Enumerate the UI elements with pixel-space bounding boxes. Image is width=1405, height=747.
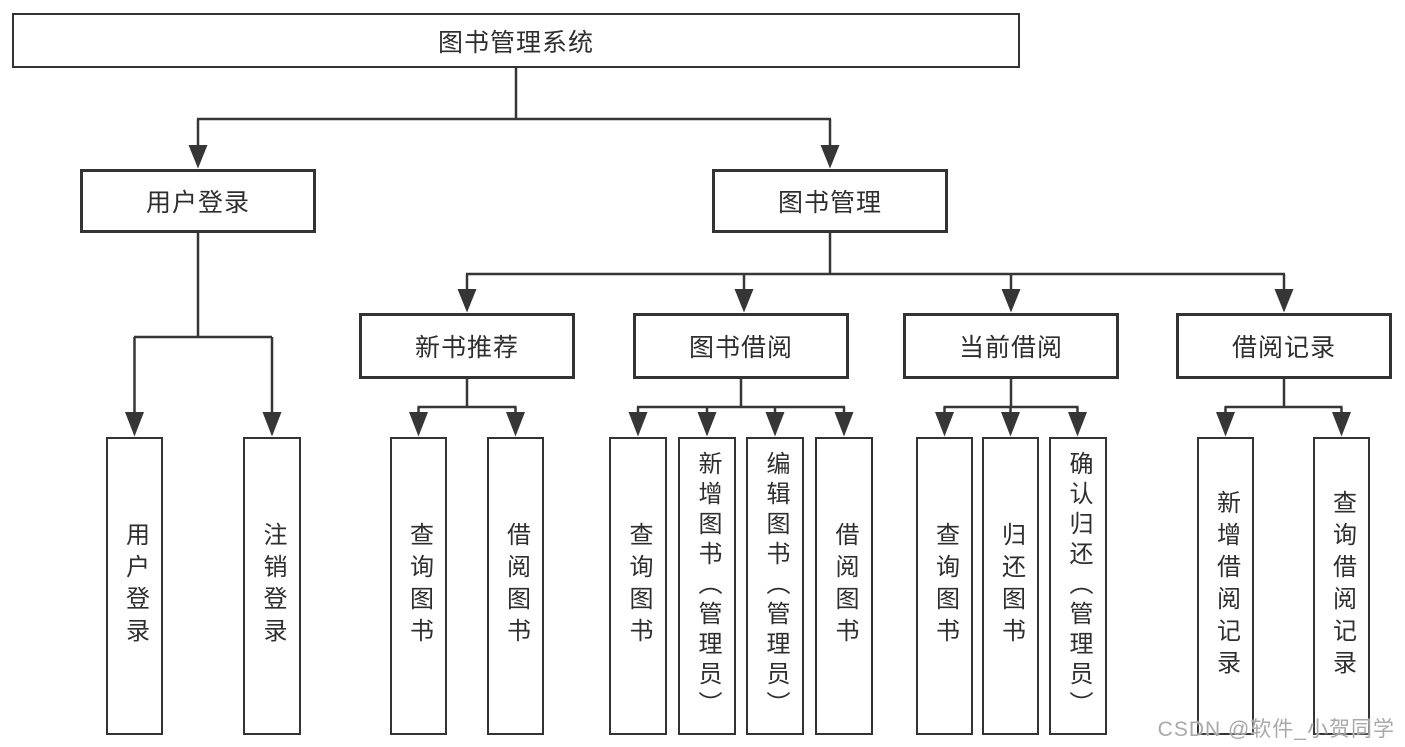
connector-mgmt-to-level3 [457, 233, 1294, 313]
node-user-login: 用户登录 [80, 169, 316, 233]
node-root: 图书管理系统 [12, 13, 1020, 68]
leaf-add-books-admin: 新增图书（管理员） [678, 437, 736, 735]
connector-login-to-leaves [125, 233, 282, 437]
connector-borrow-to-leaves [628, 379, 854, 437]
connector-recommend-to-leaves [409, 379, 525, 437]
node-borrowing-records: 借阅记录 [1176, 313, 1392, 379]
leaf-borrow-borrow-books: 借阅图书 [815, 437, 873, 735]
leaf-borrow-query-books: 查询图书 [609, 437, 667, 735]
connector-root-to-level2 [188, 68, 840, 169]
leaf-confirm-return-admin: 确认归还（管理员） [1049, 437, 1107, 735]
leaf-add-borrow-record: 新增借阅记录 [1197, 437, 1254, 735]
leaf-user-login: 用户登录 [106, 437, 163, 735]
node-book-management: 图书管理 [712, 169, 948, 233]
leaf-current-query-books: 查询图书 [916, 437, 973, 735]
node-book-borrowing: 图书借阅 [633, 313, 849, 379]
node-new-book-recommendation: 新书推荐 [359, 313, 575, 379]
node-current-borrowing: 当前借阅 [903, 313, 1119, 379]
leaf-edit-books-admin: 编辑图书（管理员） [746, 437, 804, 735]
leaf-return-books: 归还图书 [982, 437, 1039, 735]
connector-current-to-leaves [935, 379, 1087, 437]
leaf-recommend-borrow-books: 借阅图书 [487, 437, 544, 735]
leaf-logout: 注销登录 [243, 437, 301, 735]
csdn-watermark: CSDN @软件_小贺同学 [1157, 718, 1395, 741]
leaf-query-borrow-record: 查询借阅记录 [1313, 437, 1370, 735]
leaf-recommend-query-books: 查询图书 [390, 437, 447, 735]
connector-records-to-leaves [1216, 379, 1351, 437]
